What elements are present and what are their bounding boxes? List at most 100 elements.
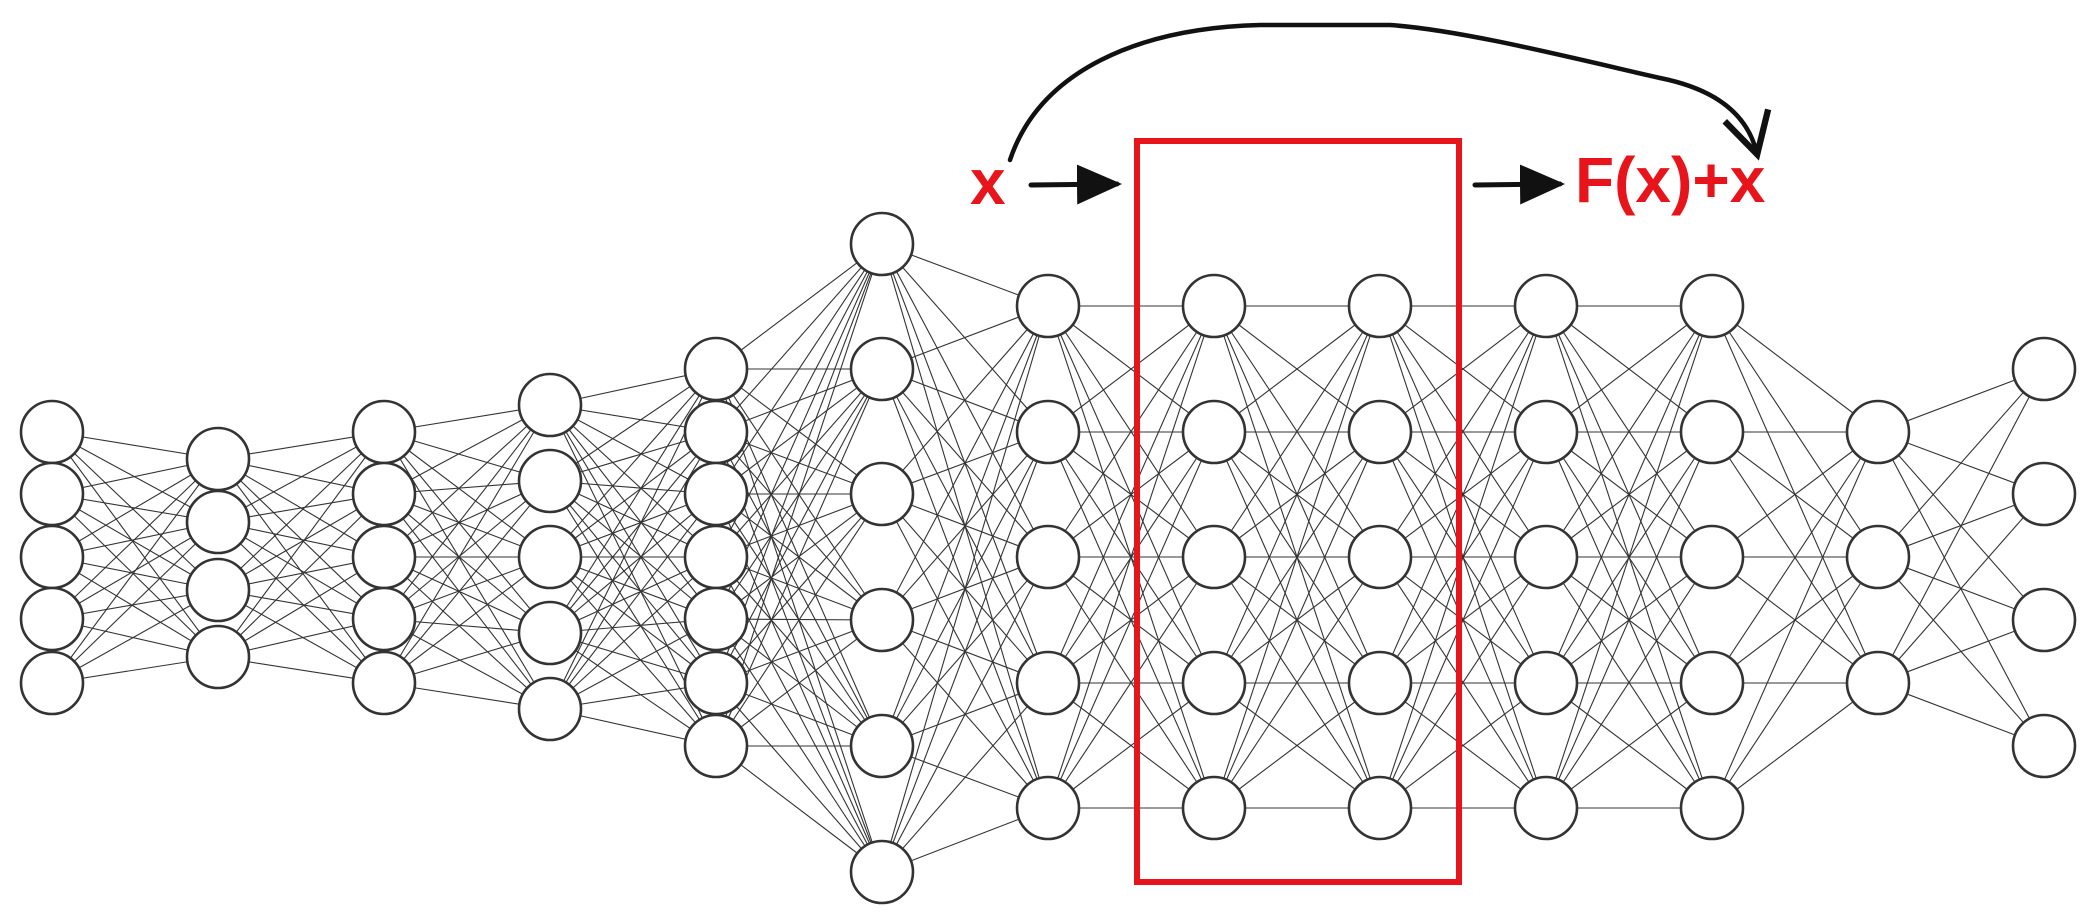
connection-edge — [1213, 305, 1381, 684]
neuron-node — [19, 399, 85, 465]
connection-edge — [1047, 682, 1215, 809]
neuron-node — [517, 524, 583, 590]
connection-edge — [1711, 682, 1879, 809]
connection-edge — [383, 556, 551, 684]
connection-edge — [51, 493, 219, 658]
neuron-node — [19, 524, 85, 590]
connection-edge — [715, 493, 883, 684]
connection-edge — [51, 431, 219, 658]
connection-edge — [715, 243, 883, 495]
neuron-node — [1845, 399, 1911, 465]
connection-edge — [549, 368, 717, 482]
connection-edge — [1047, 305, 1215, 433]
connection-edge — [383, 493, 551, 634]
neuron-node — [1015, 775, 1081, 841]
connection-edge — [881, 305, 1049, 495]
connection-edge — [881, 556, 1049, 873]
neuron-node — [517, 600, 583, 666]
neurons — [19, 211, 2077, 905]
connection-edge — [383, 431, 551, 558]
connection-edge — [1877, 368, 2045, 558]
connection-edge — [1545, 431, 1713, 809]
connection-edge — [881, 305, 1049, 621]
neuron-node — [849, 839, 915, 905]
neuron-node — [1679, 650, 1745, 716]
neuron-node — [1845, 650, 1911, 716]
neuron-node — [517, 372, 583, 438]
connection-edge — [715, 243, 883, 747]
connection-edge — [549, 431, 717, 558]
connection-edge — [549, 404, 717, 620]
neuron-node — [1015, 524, 1081, 590]
neuron-node — [185, 624, 251, 690]
neuron-node — [849, 336, 915, 402]
input-label: x — [970, 146, 1006, 218]
connection-edge — [1047, 431, 1215, 809]
connection-edge — [1213, 305, 1381, 558]
connection-edge — [715, 243, 883, 433]
neuron-node — [1679, 273, 1745, 339]
connection-edge — [715, 493, 883, 747]
connection-edge — [383, 404, 551, 558]
neuron-node — [185, 426, 251, 492]
neuron-node — [1015, 273, 1081, 339]
neuron-node — [351, 524, 417, 590]
neuron-node — [2011, 461, 2077, 527]
connection-edge — [1379, 305, 1547, 684]
connection-edge — [1379, 682, 1547, 809]
connection-edge — [217, 493, 385, 658]
connection-edge — [1213, 682, 1381, 809]
neuron-node — [1347, 775, 1413, 841]
connection-edge — [1213, 305, 1381, 809]
skip-connection-arrow — [1007, 22, 1772, 163]
connection-edge — [1545, 556, 1713, 809]
neuron-node — [1513, 399, 1579, 465]
neuron-node — [185, 489, 251, 555]
connection-edge — [383, 556, 551, 710]
connection-edge — [549, 480, 717, 684]
connection-edge — [217, 521, 385, 684]
neuron-node — [1181, 273, 1247, 339]
connection-edge — [715, 682, 883, 873]
neuron-node — [1015, 650, 1081, 716]
connection-edge — [549, 493, 717, 710]
connection-edge — [1545, 682, 1713, 809]
connection-edge — [1213, 431, 1381, 809]
connection-edge — [549, 404, 717, 558]
connection-edge — [1047, 305, 1215, 684]
connection-edge — [1711, 431, 1879, 809]
neuron-node — [1347, 273, 1413, 339]
connection-edge — [217, 431, 385, 658]
connection-edge — [1379, 556, 1547, 809]
neuron-node — [1347, 650, 1413, 716]
connection-edge — [715, 619, 883, 747]
neuron-node — [1513, 775, 1579, 841]
neuron-node — [1015, 399, 1081, 465]
neuron-node — [1513, 524, 1579, 590]
connection-edge — [881, 305, 1049, 873]
input-arrow — [1028, 164, 1122, 205]
neuron-node — [1679, 775, 1745, 841]
connection-edge — [1877, 368, 2045, 684]
neuron-node — [2011, 713, 2077, 779]
connection-edge — [383, 404, 551, 620]
connection-edge — [1545, 305, 1713, 558]
connection-edge — [549, 431, 717, 634]
neuron-node — [1347, 399, 1413, 465]
connection-edge — [549, 493, 717, 634]
connection-edge — [51, 521, 219, 684]
connection-edge — [881, 682, 1049, 873]
output-arrow — [1472, 164, 1565, 205]
connection-edge — [549, 556, 717, 684]
neuron-node — [1679, 399, 1745, 465]
connection-edge — [881, 305, 1049, 747]
connection-edge — [383, 404, 551, 684]
neuron-node — [517, 676, 583, 742]
neuron-node — [849, 211, 915, 277]
connection-edge — [51, 431, 219, 591]
connection-edge — [1379, 305, 1547, 809]
connection-edge — [1047, 556, 1215, 809]
neuron-node — [683, 586, 749, 652]
connection-edge — [383, 480, 551, 620]
neuron-node — [1181, 524, 1247, 590]
